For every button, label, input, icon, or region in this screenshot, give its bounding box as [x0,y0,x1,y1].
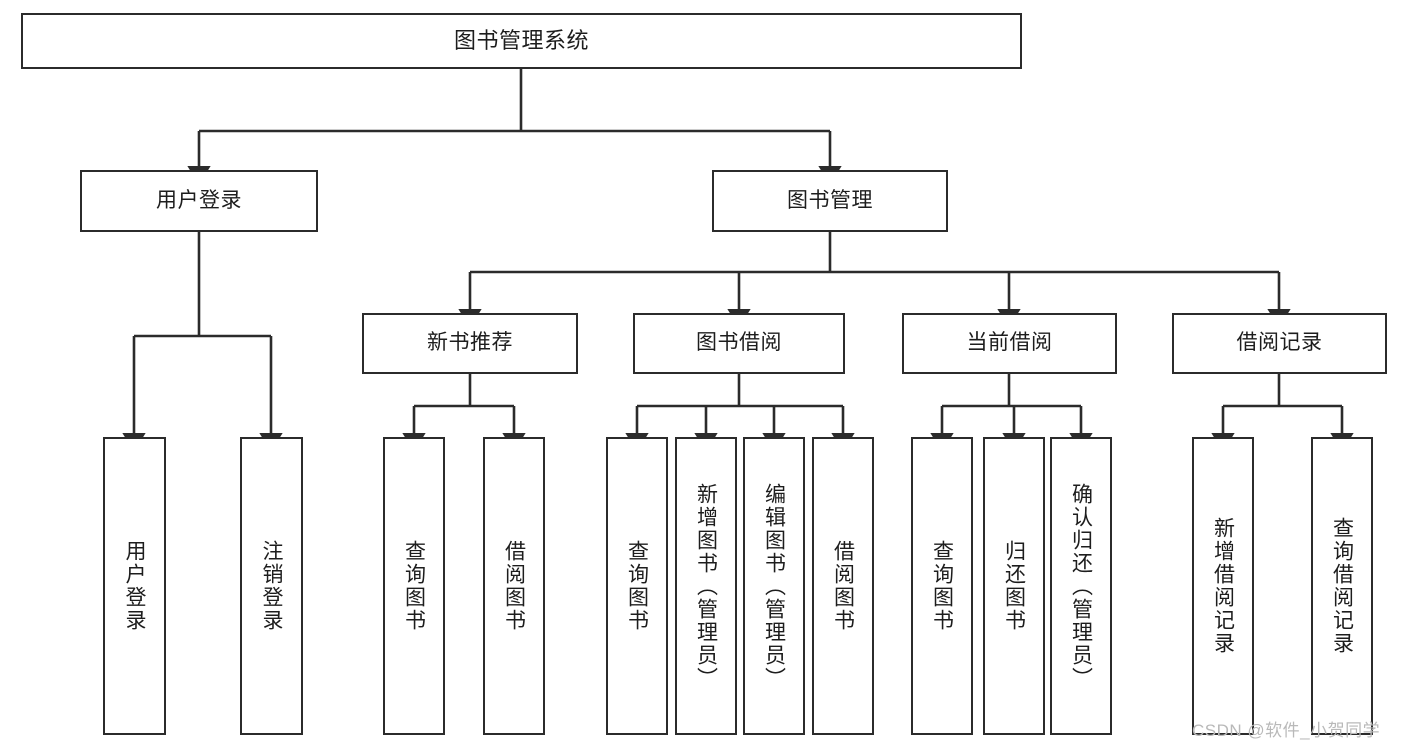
node-label: 编辑图书（管理员） [762,482,786,690]
node-leaf-query-book-2[interactable]: 查询图书 [606,437,668,735]
node-leaf-user-login[interactable]: 用户登录 [103,437,166,735]
node-label: 查询图书 [402,540,426,632]
node-book-borrow[interactable]: 图书借阅 [633,313,845,374]
node-leaf-query-book-3[interactable]: 查询图书 [911,437,973,735]
node-label: 借阅记录 [1236,331,1323,355]
node-leaf-confirm-return-admin[interactable]: 确认归还（管理员） [1050,437,1112,735]
node-leaf-query-book-1[interactable]: 查询图书 [383,437,445,735]
node-book-manage[interactable]: 图书管理 [712,170,948,232]
node-label: 查询图书 [625,540,649,632]
node-leaf-add-book-admin[interactable]: 新增图书（管理员） [675,437,737,735]
node-label: 图书管理 [787,188,873,212]
node-label: 用户登录 [156,188,242,212]
node-label: 新增图书（管理员） [694,482,718,690]
node-label: 确认归还（管理员） [1069,482,1093,690]
node-label: 查询图书 [930,540,954,632]
node-label: 归还图书 [1002,540,1026,632]
node-label: 图书借阅 [696,331,782,355]
node-label: 查询借阅记录 [1330,517,1354,655]
node-leaf-borrow-book-2[interactable]: 借阅图书 [812,437,874,735]
node-label: 新增借阅记录 [1211,517,1235,655]
node-current-borrow[interactable]: 当前借阅 [902,313,1117,374]
node-label: 注销登录 [260,540,283,632]
node-user-login[interactable]: 用户登录 [80,170,318,232]
node-leaf-borrow-book-1[interactable]: 借阅图书 [483,437,545,735]
node-label: 当前借阅 [966,331,1053,355]
node-new-book-recommend[interactable]: 新书推荐 [362,313,578,374]
node-root[interactable]: 图书管理系统 [21,13,1022,69]
node-label: 新书推荐 [427,331,513,355]
node-label: 借阅图书 [502,540,526,632]
node-borrow-record[interactable]: 借阅记录 [1172,313,1387,374]
node-leaf-edit-book-admin[interactable]: 编辑图书（管理员） [743,437,805,735]
node-leaf-query-borrow-record[interactable]: 查询借阅记录 [1311,437,1373,735]
node-leaf-logout-login[interactable]: 注销登录 [240,437,303,735]
node-leaf-add-borrow-record[interactable]: 新增借阅记录 [1192,437,1254,735]
node-label: 图书管理系统 [453,28,589,54]
node-leaf-return-book[interactable]: 归还图书 [983,437,1045,735]
node-label: 借阅图书 [831,540,855,632]
node-label: 用户登录 [123,540,146,632]
